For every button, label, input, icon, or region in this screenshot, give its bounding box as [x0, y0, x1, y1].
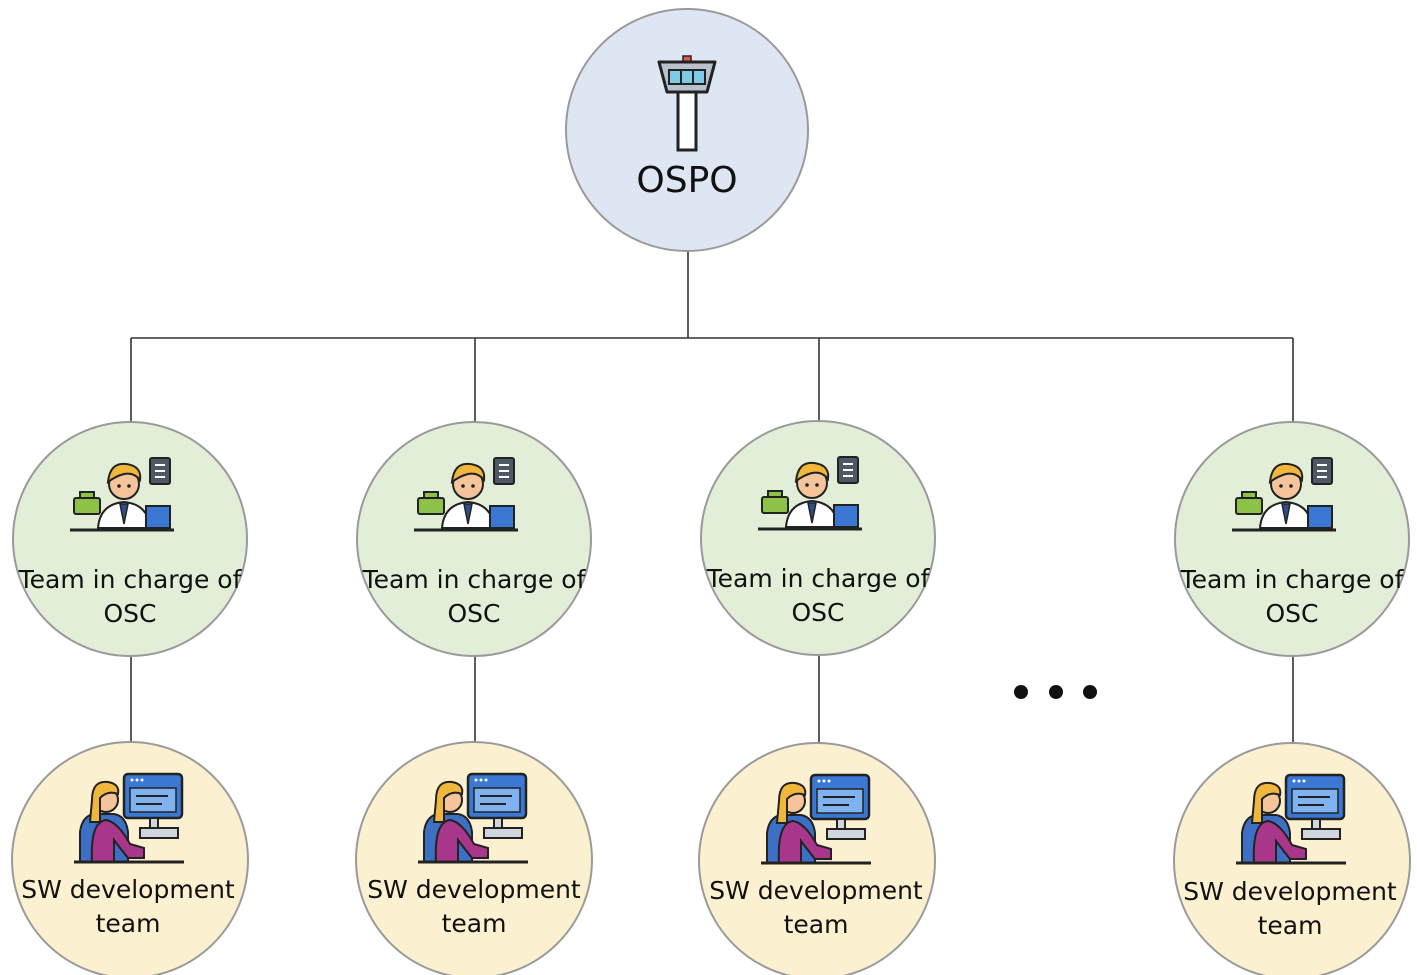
osc-team-label-line2: OSC — [447, 599, 500, 628]
osc-team-label-line1: Team in charge of — [1180, 565, 1405, 594]
osc-team-label-line2: OSC — [791, 598, 844, 627]
ellipsis-icon — [1014, 685, 1097, 699]
osc-team-label-line1: Team in charge of — [18, 565, 243, 594]
dev-team-node-3: SW development team — [698, 742, 936, 975]
osc-team-label-line1: Team in charge of — [706, 564, 931, 593]
dev-team-label-line2: team — [784, 910, 849, 939]
dev-team-label-line2: team — [442, 909, 507, 938]
osc-team-label-line1: Team in charge of — [362, 565, 587, 594]
osc-team-label-line2: OSC — [103, 599, 156, 628]
dev-team-label-line2: team — [1258, 911, 1323, 940]
dev-team-node-4: SW development team — [1173, 742, 1411, 975]
osc-team-node-4: Team in charge of OSC — [1174, 421, 1410, 657]
connectors — [130, 250, 1294, 747]
dev-team-label-line2: team — [96, 909, 161, 938]
dev-team-node-2: SW development team — [355, 741, 593, 975]
dev-team-label-line1: SW development — [367, 875, 581, 904]
osc-team-label-line2: OSC — [1265, 599, 1318, 628]
dev-team-node-1: SW development team — [11, 741, 249, 975]
ospo-node: OSPO — [565, 8, 809, 252]
ospo-label: OSPO — [636, 160, 737, 201]
osc-team-node-2: Team in charge of OSC — [356, 421, 592, 657]
osc-team-node-3: Team in charge of OSC — [700, 420, 936, 656]
dev-team-label-line1: SW development — [21, 875, 235, 904]
osc-team-node-1: Team in charge of OSC — [12, 421, 248, 657]
dev-team-label-line1: SW development — [1183, 877, 1397, 906]
dev-team-label-line1: SW development — [709, 876, 923, 905]
